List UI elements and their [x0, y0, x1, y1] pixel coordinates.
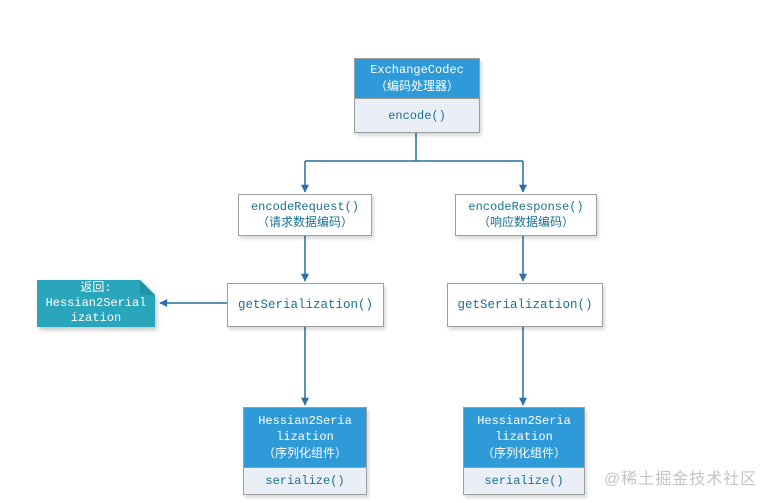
title-line: ExchangeCodec [370, 62, 464, 77]
title-line: （编码处理器） [374, 79, 459, 94]
node-exchange-codec-title: ExchangeCodec （编码处理器） [355, 59, 479, 99]
node-hessian2serialization-left: Hessian2Seria lization （序列化组件） serialize… [243, 407, 367, 495]
title-line: Hessian2Seria [477, 413, 571, 428]
title-line: lization [495, 430, 553, 445]
branch-connector [305, 133, 523, 162]
node-label-line: getSerialization() [237, 298, 374, 312]
node-exchange-codec: ExchangeCodec （编码处理器） encode() [354, 58, 480, 133]
node-hessian2serialization-right: Hessian2Seria lization （序列化组件） serialize… [463, 407, 585, 495]
callout-line: 返回: [80, 281, 112, 295]
node-exchange-codec-method: encode() [355, 99, 479, 132]
node-hessian-left-title: Hessian2Seria lization （序列化组件） [244, 408, 366, 468]
callout-line: Hessian2Serial [45, 296, 147, 310]
title-line: （序列化组件） [481, 446, 566, 461]
node-label-line: （响应数据编码） [477, 216, 574, 230]
node-label-line: getSerialization() [457, 298, 593, 312]
node-hessian-left-method: serialize() [244, 468, 366, 494]
node-hessian-right-title: Hessian2Seria lization （序列化组件） [464, 408, 584, 468]
node-get-serialization-left: getSerialization() [227, 283, 384, 327]
node-label-line: （请求数据编码） [256, 216, 353, 230]
callout-line: ization [70, 311, 122, 325]
node-hessian-right-method: serialize() [464, 468, 584, 494]
title-line: lization [276, 430, 334, 445]
node-encode-response: encodeResponse() （响应数据编码） [455, 194, 597, 236]
title-line: （序列化组件） [262, 446, 347, 461]
node-get-serialization-right: getSerialization() [447, 283, 603, 327]
node-label-line: encodeResponse() [468, 200, 584, 214]
return-callout-body: 返回: Hessian2Serial ization [37, 280, 155, 327]
return-callout: 返回: Hessian2Serial ization [37, 280, 155, 327]
title-line: Hessian2Seria [258, 413, 352, 428]
node-encode-request: encodeRequest() （请求数据编码） [238, 194, 372, 236]
watermark: @稀土掘金技术社区 [604, 471, 758, 488]
callout-folded-corner [140, 280, 155, 295]
node-label-line: encodeRequest() [250, 200, 360, 214]
